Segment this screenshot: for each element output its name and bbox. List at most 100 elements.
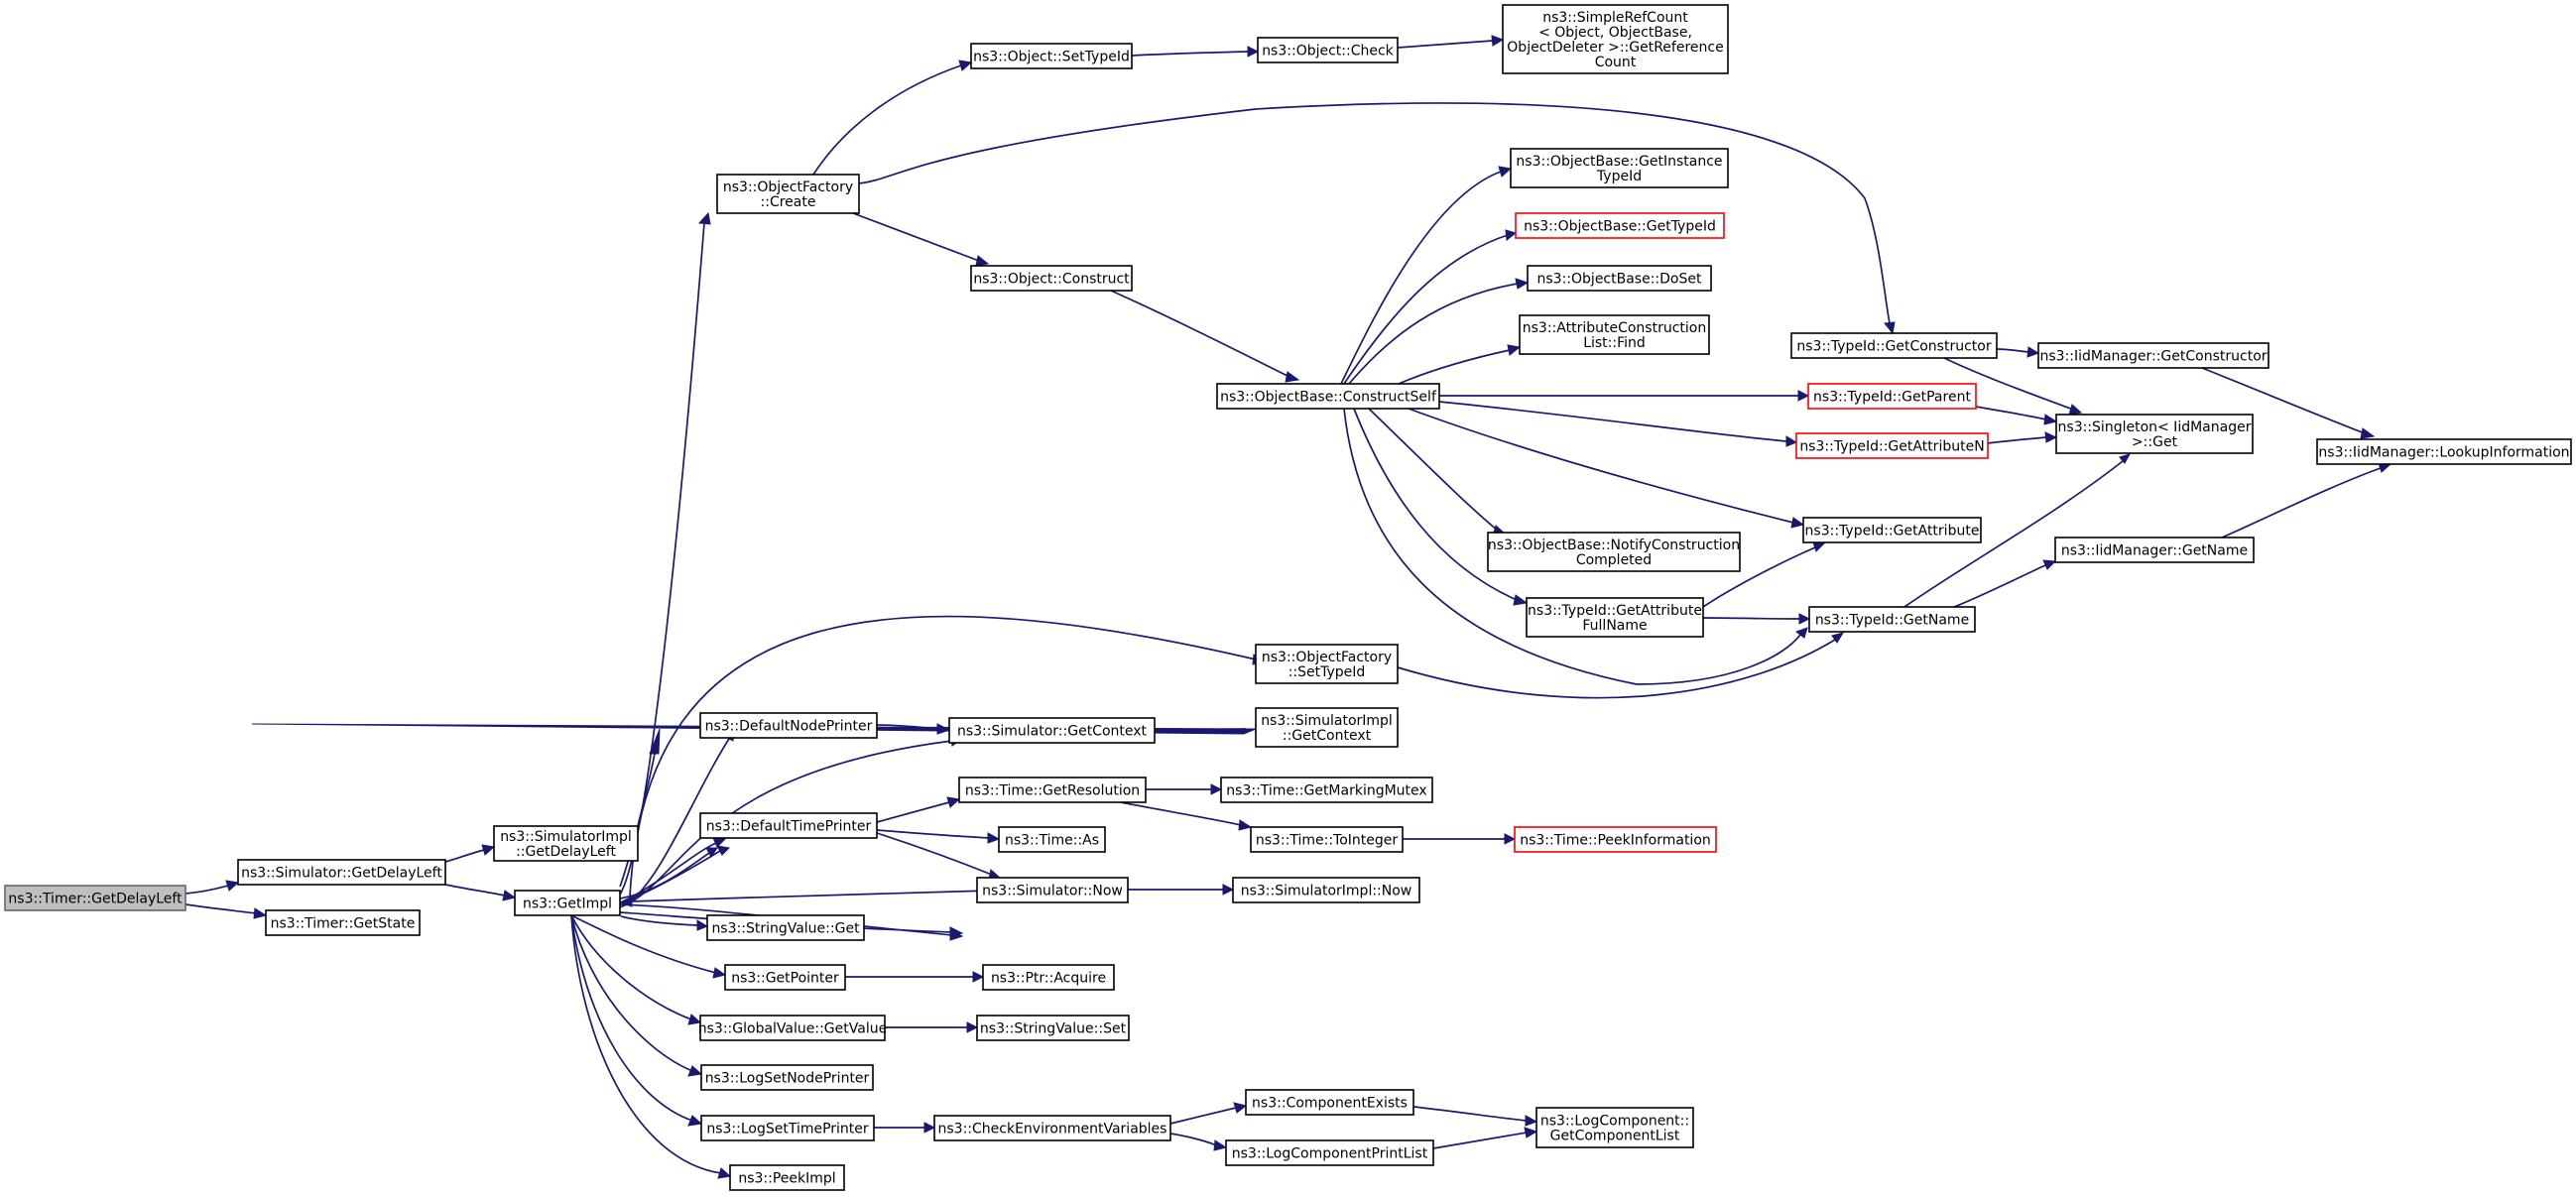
call-edge-0: [184, 880, 240, 895]
node-defaultnodeprinter[interactable]: ns3::DefaultNodePrinter: [699, 712, 878, 739]
node-time-as[interactable]: ns3::Time::As: [998, 826, 1106, 853]
node-typeid-getattribute[interactable]: ns3::TypeId::GetAttribute: [1802, 517, 1982, 543]
node-objbase-gettypeid[interactable]: ns3::ObjectBase::GetTypeId: [1515, 212, 1725, 239]
call-edge-line: [1702, 546, 1816, 608]
node-getimpl[interactable]: ns3::GetImpl: [514, 890, 621, 916]
call-edge-line: [1953, 564, 2046, 608]
node-label: ns3::StringValue::Get: [711, 921, 860, 937]
node-stringvalue-get[interactable]: ns3::StringValue::Get: [706, 914, 865, 941]
node-time-tointeger[interactable]: ns3::Time::ToInteger: [1250, 826, 1404, 853]
call-edge-39: [812, 60, 973, 176]
node-object-construct[interactable]: ns3::Object::Construct: [970, 265, 1133, 292]
node-objfactory-create[interactable]: ns3::ObjectFactory::Create: [716, 174, 860, 214]
node-defaulttimeprinter[interactable]: ns3::DefaultTimePrinter: [699, 812, 878, 839]
node-label: ns3::Time::ToInteger: [1256, 833, 1399, 849]
call-edge-line: [1903, 460, 2124, 608]
node-objbase-constructself[interactable]: ns3::ObjectBase::ConstructSelf: [1216, 383, 1440, 410]
arrowhead-icon: [966, 1021, 979, 1033]
node-label: ns3::Object::SetTypeId: [973, 50, 1130, 65]
call-edge-54: [1702, 541, 1827, 608]
node-sim-getdelayleft[interactable]: ns3::Simulator::GetDelayLeft: [237, 859, 446, 886]
node-box: [948, 717, 1156, 744]
node-box: [1225, 1139, 1434, 1166]
node-box: [1526, 597, 1704, 638]
node-peekimpl[interactable]: ns3::PeekImpl: [729, 1164, 845, 1191]
arrowhead-icon: [1524, 1127, 1538, 1138]
node-objfactory-settypeid[interactable]: ns3::ObjectFactory::SetTypeId: [1255, 644, 1399, 684]
node-objbase-notify[interactable]: ns3::ObjectBase::NotifyConstructionCompl…: [1487, 532, 1741, 572]
node-iidmanager-getname[interactable]: ns3::IidManager::GetName: [2054, 537, 2255, 563]
arrowhead-icon: [712, 967, 727, 979]
node-typeid-getname[interactable]: ns3::TypeId::GetName: [1808, 606, 1976, 633]
node-logsettimeprinter[interactable]: ns3::LogSetTimePrinter: [700, 1115, 875, 1141]
node-simimpl-getdelayleft[interactable]: ns3::SimulatorImpl::GetDelayLeft: [493, 825, 639, 862]
node-label: >::Get: [2132, 434, 2178, 450]
node-singleton-get[interactable]: ns3::Singleton< IidManager>::Get: [2055, 414, 2254, 454]
node-simulator-getcontext[interactable]: ns3::Simulator::GetContext: [948, 717, 1156, 744]
node-logcomponentprintlist[interactable]: ns3::LogComponentPrintList: [1225, 1139, 1434, 1166]
node-logsetnodeprinter[interactable]: ns3::LogSetNodePrinter: [700, 1064, 874, 1091]
node-stringvalue-set[interactable]: ns3::StringValue::Set: [976, 1015, 1130, 1041]
node-simulator-now[interactable]: ns3::Simulator::Now: [976, 877, 1129, 903]
node-simimpl-getcontext[interactable]: ns3::SimulatorImpl::GetContext: [1255, 707, 1399, 748]
node-label: ns3::IidManager::GetName: [2061, 543, 2248, 559]
node-timer-getstate[interactable]: ns3::Timer::GetState: [265, 909, 421, 936]
node-typeid-getattributen[interactable]: ns3::TypeId::GetAttributeN: [1795, 432, 1989, 459]
node-label: ns3::TypeId::GetName: [1815, 613, 1969, 629]
call-edge-3: [444, 884, 517, 901]
call-edge-63: [2201, 367, 2376, 439]
call-edge-20: [570, 914, 732, 1179]
arrowhead-icon: [1504, 833, 1517, 845]
arrowhead-icon: [2119, 453, 2132, 464]
node-typeid-getconstructor[interactable]: ns3::TypeId::GetConstructor: [1790, 332, 1998, 359]
node-componentexists[interactable]: ns3::ComponentExists: [1245, 1089, 1414, 1116]
node-label: ns3::Timer::GetState: [271, 916, 416, 932]
call-edge-29: [1403, 833, 1517, 845]
call-edge-line: [444, 849, 485, 863]
call-edge-4: [619, 728, 661, 888]
node-checkenvvars[interactable]: ns3::CheckEnvironmentVariables: [933, 1115, 1171, 1141]
call-edge-28: [1128, 884, 1235, 896]
arrowhead-icon: [1513, 594, 1529, 606]
arrowhead-icon: [717, 1167, 732, 1179]
node-label: ns3::LogComponentPrintList: [1232, 1146, 1428, 1162]
call-edge-16: [570, 914, 727, 979]
arrowhead-icon: [1210, 783, 1223, 795]
node-box: [1245, 1089, 1414, 1116]
node-box: [998, 826, 1106, 853]
node-simplerefcount[interactable]: ns3::SimpleRefCount< Object, ObjectBase,…: [1502, 4, 1729, 74]
arrowhead-icon: [987, 832, 1001, 844]
node-time-peekinformation[interactable]: ns3::Time::PeekInformation: [1514, 826, 1717, 853]
node-label: ns3::GetPointer: [731, 971, 839, 987]
call-edge-line: [852, 212, 980, 262]
call-edge-56: [1397, 632, 1845, 699]
arrowhead-icon: [1247, 46, 1260, 58]
call-edge-line: [876, 829, 990, 839]
node-typeid-getparent[interactable]: ns3::TypeId::GetParent: [1807, 383, 1977, 410]
node-logcomponent-getcomponentlist[interactable]: ns3::LogComponent::GetComponentList: [1535, 1107, 1694, 1148]
node-iidmanager-getconstructor[interactable]: ns3::IidManager::GetConstructor: [2037, 342, 2269, 369]
node-box: [1519, 314, 1710, 355]
node-simimpl-now[interactable]: ns3::SimulatorImpl::Now: [1232, 877, 1420, 903]
node-iidmanager-lookupinformation[interactable]: ns3::IidManager::LookupInformation: [2316, 438, 2572, 465]
node-time-getmarkingmutex[interactable]: ns3::Time::GetMarkingMutex: [1220, 777, 1433, 803]
node-label: Count: [1595, 55, 1637, 70]
arrowhead-icon: [1798, 613, 1811, 625]
node-label: ns3::CheckEnvironmentVariables: [938, 1122, 1167, 1137]
node-label: < Object, ObjectBase,: [1538, 25, 1692, 41]
node-label: ns3::ObjectBase::GetInstance: [1516, 154, 1722, 170]
node-objbase-doset[interactable]: ns3::ObjectBase::DoSet: [1527, 265, 1712, 292]
call-edge-line: [1131, 51, 1249, 57]
node-globalvalue-getvalue[interactable]: ns3::GlobalValue::GetValue: [698, 1015, 887, 1041]
node-time-getresolution[interactable]: ns3::Time::GetResolution: [958, 777, 1147, 803]
call-edge-40: [1131, 46, 1260, 58]
node-timer-getdelayleft[interactable]: ns3::Timer::GetDelayLeft: [4, 885, 186, 911]
node-object-settypeid[interactable]: ns3::Object::SetTypeId: [970, 43, 1133, 69]
node-object-check[interactable]: ns3::Object::Check: [1257, 37, 1399, 63]
node-getpointer[interactable]: ns3::GetPointer: [724, 964, 846, 991]
node-ptr-acquire[interactable]: ns3::Ptr::Acquire: [982, 964, 1115, 991]
call-edge-line: [2221, 467, 2382, 539]
